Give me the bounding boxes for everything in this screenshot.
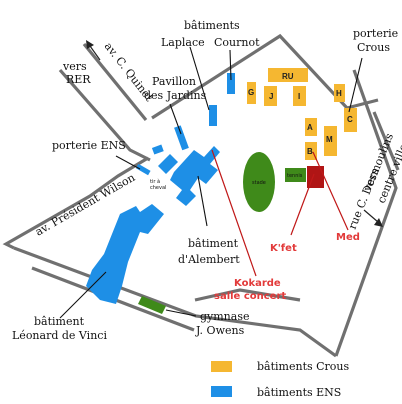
road-desmoulins [372,111,400,171]
label-alembert-1: bâtiment [188,237,239,250]
label-laplace-1: bâtiments [184,19,240,32]
tennis-court[interactable] [285,168,306,182]
label-porterie-ens: porterie ENS [52,139,126,152]
building-m-label: M [326,135,333,144]
label-med: Med [336,232,360,243]
arrow-rer-head [86,40,94,49]
building-ru[interactable] [268,68,308,82]
label-laplace-2: Laplace [161,36,205,49]
building-cournot[interactable] [227,73,235,94]
building-a-label: A [307,123,313,132]
ens-buildings [86,73,235,304]
road-inner-2 [194,288,301,302]
arrow-rer [89,45,101,61]
building-j[interactable] [264,86,277,106]
leader-pavillon [169,103,182,135]
legend-ens-label: bâtiments ENS [257,386,341,399]
tennis-label: tennis [287,173,303,179]
building-dalembert-wing[interactable] [158,154,178,174]
building-h[interactable] [334,84,345,102]
wall-west [2,156,149,250]
label-tir-1: tir à [150,178,160,185]
building-g[interactable] [247,82,256,104]
leader-laplace [189,46,210,111]
label-kfet: K'fet [270,243,297,254]
building-small-ens[interactable] [151,144,164,155]
building-porterie-ens[interactable] [135,163,151,176]
road-avenue-lower [82,42,148,122]
wall-east [334,69,398,357]
label-pavillon-2: des Jardins [144,89,207,102]
arrow-centre [363,209,379,223]
leader-crous [348,57,363,113]
stade-field[interactable] [243,152,275,212]
arrow-centre-head [374,218,383,227]
building-g-label: G [248,88,254,97]
label-gymnase-2: J. Owens [195,324,245,337]
building-j-label: J [269,92,273,101]
legend: bâtiments Crous bâtiments ENS [211,360,350,399]
label-kokarde-2: salle concert [214,291,286,302]
label-tir-2: cheval [150,185,166,191]
building-a[interactable] [305,118,317,136]
building-c-label: C [347,115,353,124]
crous-buildings: RU G J I H C A B M [247,68,357,160]
building-pavillon-jardins[interactable] [174,125,189,151]
building-c[interactable] [344,108,357,132]
leader-alembert [197,175,208,227]
building-i[interactable] [293,86,306,106]
building-dalembert[interactable] [170,146,220,206]
building-b-label: B [307,147,313,156]
legend-crous-swatch [211,361,232,372]
leader-med [312,151,349,231]
label-vers-rer-2: RER [66,73,91,86]
legend-ens-swatch [211,386,232,397]
wall-north [151,33,379,120]
building-i-label: I [298,92,300,101]
building-m[interactable] [324,126,337,156]
label-porterie-crous-2: Crous [357,41,390,54]
label-pavillon-1: Pavillon [152,75,196,88]
leader-gymnase [165,309,197,317]
sports-areas: stade tennis [138,152,324,314]
direction-arrows [86,40,383,227]
leader-cournot [229,49,232,81]
legend-crous-label: bâtiments Crous [257,360,350,373]
building-ru-label: RU [282,72,294,81]
leader-porterie-ens [115,155,141,170]
stade-label: stade [252,180,266,186]
building-leonard-de-vinci[interactable] [86,204,164,304]
leader-leonard [59,271,107,319]
leader-kokarde [211,149,257,277]
leader-kfet [290,173,315,236]
building-h-label: H [336,89,342,98]
road-avenue-upper [58,68,151,162]
leader-lines [59,46,363,319]
label-leonard-2: Léonard de Vinci [12,329,107,342]
label-vers-rer-1: vers [62,60,87,73]
label-cournot: Cournot [214,36,260,49]
label-kokarde-1: Kokarde [234,278,281,289]
label-alembert-2: d'Alembert [178,253,240,266]
building-laplace[interactable] [209,105,217,126]
gymnase-building[interactable] [138,296,166,314]
label-porterie-crous-1: porterie [353,27,398,40]
label-leonard-1: bâtiment [34,315,85,328]
label-gymnase-1: gymnase [200,310,249,323]
